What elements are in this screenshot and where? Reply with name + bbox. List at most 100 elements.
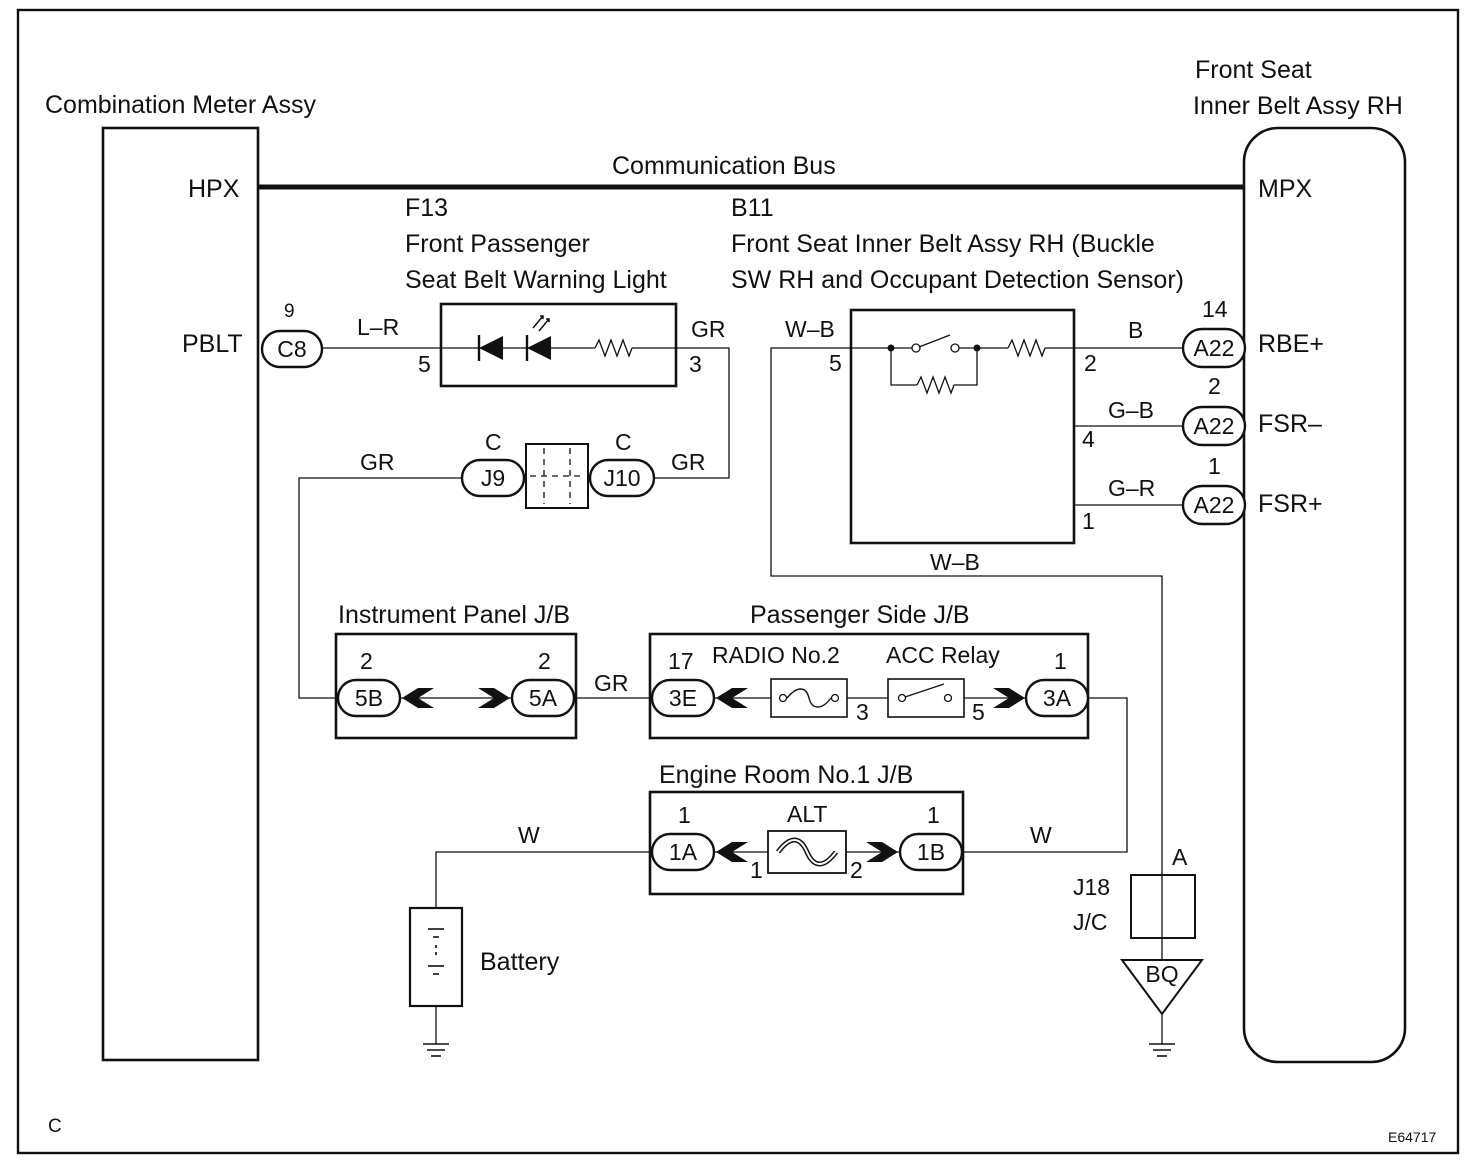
jb-1b-pin: 1 (927, 802, 940, 828)
fuse-icon (778, 688, 840, 708)
j18-jc-label: J/C (1073, 909, 1108, 935)
ground-point-label: BQ (1145, 961, 1178, 987)
engine-room-pin-2: 2 (850, 857, 863, 883)
a22-pin-14: 14 (1202, 296, 1228, 322)
bypass-wire-right (954, 348, 978, 386)
g-r-wire-label: G–R (1108, 475, 1155, 501)
light-rays-icon (532, 315, 550, 332)
terminal-arrow-icon (866, 842, 898, 862)
j18-label: J18 (1073, 874, 1110, 900)
front-seat-ecu-title-line1: Front Seat (1195, 56, 1312, 84)
battery-icon (408, 906, 464, 1008)
jb-1a-pin: 1 (678, 802, 691, 828)
3a-connector-label: 3A (1043, 685, 1072, 711)
terminal-arrow-icon (402, 688, 434, 708)
engine-room-jb-box (648, 790, 965, 896)
buckle-switch-name-line2: SW RH and Occupant Detection Sensor) (731, 266, 1184, 294)
jb-3e-pin: 17 (668, 648, 694, 674)
wire-w-right (962, 697, 1128, 853)
a22-connector-fsr-minus (1181, 405, 1247, 447)
j10-connector (588, 458, 656, 498)
front-seat-ecu-box (1242, 126, 1407, 1064)
buckle-pin-4: 4 (1082, 426, 1095, 452)
passenger-jb-pin-5: 5 (972, 699, 985, 725)
resistor-icon (1007, 338, 1046, 358)
jb-3a-pin: 1 (1054, 648, 1067, 674)
buckle-switch-icon (918, 334, 951, 348)
warning-light-pin-in: 5 (418, 351, 431, 377)
passenger-side-jb-box (648, 632, 1090, 740)
instrument-panel-jb-box (334, 632, 578, 740)
w-b-wire-label-top: W–B (785, 316, 835, 342)
j9-connector-label: J9 (481, 465, 505, 491)
1b-connector-label: 1B (917, 839, 945, 865)
warning-light-name-line1: Front Passenger (405, 230, 590, 258)
terminal-arrow-icon (993, 688, 1025, 708)
3e-connector (650, 678, 716, 718)
buckle-switch-box (849, 308, 1076, 545)
corner-label: C (48, 1116, 62, 1137)
buckle-pin-5: 5 (829, 350, 842, 376)
1b-connector (898, 832, 964, 872)
warning-light-box (439, 302, 678, 388)
fsr-plus-terminal-label: FSR+ (1258, 490, 1323, 518)
w-wire-label-left: W (518, 822, 540, 848)
radio-fuse-label: RADIO No.2 (712, 642, 840, 668)
ground-point-icon (1120, 959, 1204, 1016)
relay-switch-icon (897, 683, 953, 703)
3e-connector-label: 3E (669, 685, 697, 711)
switch-contact (950, 343, 960, 353)
battery-label: Battery (480, 948, 560, 976)
junction-block-dashes (530, 448, 584, 504)
terminal-arrow-icon (716, 688, 748, 708)
buckle-switch-code: B11 (731, 194, 774, 222)
ground-icon (1149, 1043, 1175, 1057)
front-seat-ecu-title-line2: Inner Belt Assy RH (1193, 92, 1403, 120)
buckle-pin-2: 2 (1084, 350, 1097, 376)
battery-ground-icon (423, 1043, 449, 1057)
warning-light-pin-out: 3 (689, 351, 702, 377)
passenger-jb-pin-3: 3 (856, 699, 869, 725)
b-wire-label: B (1128, 317, 1143, 343)
j10-pin-label: C (615, 429, 632, 455)
a22-connector-rbe (1181, 327, 1247, 369)
combination-meter-title: Combination Meter Assy (45, 91, 316, 119)
a22-connector-label-1: A22 (1194, 335, 1235, 361)
buckle-switch-name-line1: Front Seat Inner Belt Assy RH (Buckle (731, 230, 1155, 258)
alt-fuse-label: ALT (787, 801, 827, 827)
j9-pin-label: C (485, 429, 502, 455)
jb-5b-pin: 2 (360, 648, 373, 674)
gr-wire-label-2: GR (671, 449, 706, 475)
rbe-plus-terminal-label: RBE+ (1258, 330, 1324, 358)
a22-connector-label-2: A22 (1194, 413, 1235, 439)
w-wire-label-right: W (1030, 822, 1052, 848)
engine-room-jb-title: Engine Room No.1 J/B (659, 761, 913, 789)
c8-connector (260, 329, 324, 369)
c8-pin-number: 9 (284, 301, 295, 322)
wire-gr-upper (654, 347, 730, 479)
c8-connector-label: C8 (277, 336, 306, 362)
gr-wire-label-4: GR (594, 670, 629, 696)
gr-wire-label-3: GR (360, 449, 395, 475)
mpx-terminal-label: MPX (1258, 175, 1313, 203)
1a-connector-label: 1A (669, 839, 698, 865)
wire-gr-left (298, 477, 462, 699)
5b-connector-label: 5B (355, 685, 383, 711)
pblt-terminal-label: PBLT (182, 330, 243, 358)
engine-room-pin-1: 1 (750, 857, 763, 883)
wire-w-left (435, 851, 652, 908)
switch-contact (911, 343, 921, 353)
g-b-wire-label: G–B (1108, 397, 1154, 423)
j18-pin-label: A (1172, 844, 1188, 870)
led-icon (527, 336, 551, 360)
a22-pin-1: 1 (1208, 453, 1221, 479)
resistor-icon (916, 375, 955, 395)
fsr-minus-terminal-label: FSR– (1258, 410, 1322, 438)
bypass-wire-left (890, 348, 917, 386)
a22-pin-2: 2 (1208, 373, 1221, 399)
j10-connector-label: J10 (603, 465, 640, 491)
hpx-terminal-label: HPX (188, 175, 240, 203)
communication-bus-label: Communication Bus (612, 152, 836, 180)
buckle-pin-1: 1 (1082, 508, 1095, 534)
